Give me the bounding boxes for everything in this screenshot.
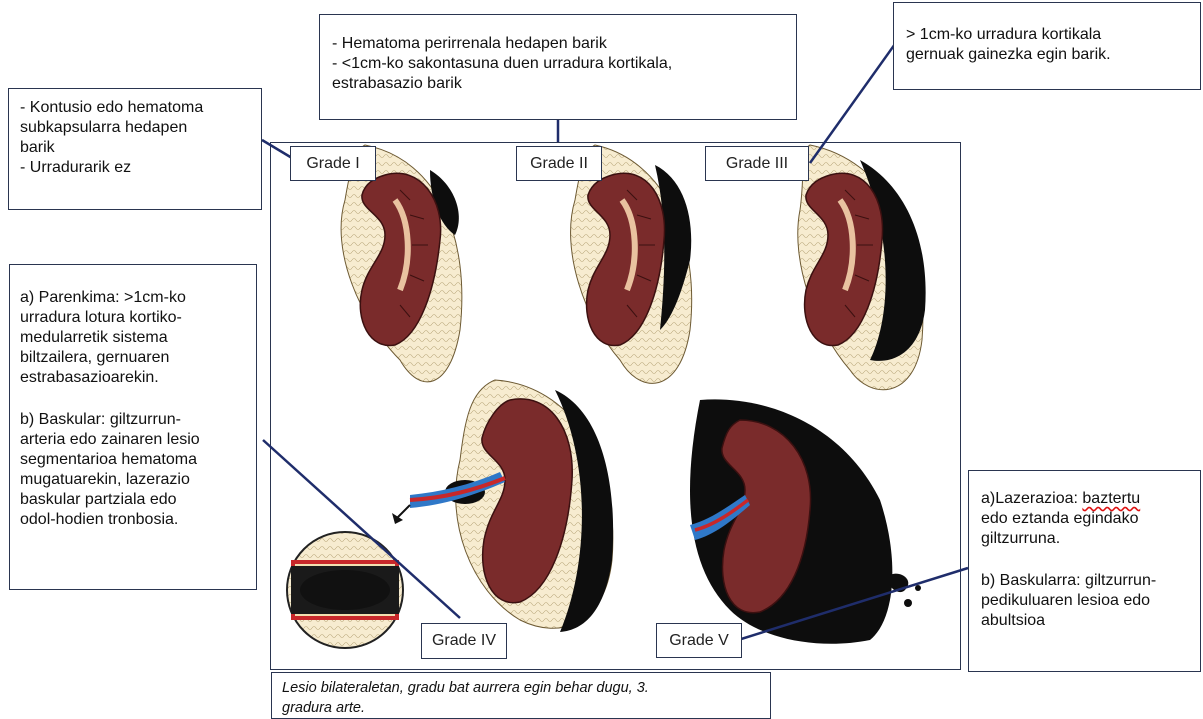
grade-4-description: a) Parenkima: >1cm-ko urradura lotura ko…	[9, 264, 257, 590]
desc-line: > 1cm-ko urradura kortikala	[906, 25, 1190, 45]
desc-line: b) Baskularra: giltzurrun-	[981, 571, 1192, 591]
grade-1-label: Grade I	[290, 146, 376, 181]
desc-line: - Kontusio edo hematoma	[20, 98, 250, 118]
desc-line: baskular partziala edo	[20, 490, 247, 510]
desc-line: gernuak gainezka egin barik.	[906, 45, 1190, 65]
desc-line: subkapsularra hedapen	[20, 118, 250, 138]
desc-line: - Urradurarik ez	[20, 158, 250, 178]
desc-line: medularretik sistema	[20, 328, 247, 348]
grade-5-label: Grade V	[656, 623, 742, 658]
desc-line: segmentarioa hematoma	[20, 450, 247, 470]
desc-line: barik	[20, 138, 250, 158]
desc-line: estrabasazio barik	[332, 74, 784, 94]
desc-line: edo eztanda egindako	[981, 509, 1192, 529]
desc-line: biltzailera, gernuaren	[20, 348, 247, 368]
grade-2-description: - Hematoma perirrenala hedapen barik - <…	[319, 14, 797, 120]
desc-line: mugatuarekin, lazerazio	[20, 470, 247, 490]
desc-line: odol-hodien tronbosia.	[20, 510, 247, 530]
note-line: gradura arte.	[282, 698, 760, 718]
desc-line: - Hematoma perirrenala hedapen barik	[332, 34, 784, 54]
grade-5-description: a)Lazerazioa: baztertu edo eztanda egind…	[968, 470, 1201, 672]
desc-line: giltzurruna.	[981, 529, 1192, 549]
grade-4-label: Grade IV	[421, 623, 507, 659]
desc-line: arteria edo zainaren lesio	[20, 430, 247, 450]
note-line: Lesio bilateraletan, gradu bat aurrera e…	[282, 678, 760, 698]
grade-3-label: Grade III	[705, 146, 809, 181]
spellcheck-flagged-word[interactable]: baztertu	[1082, 490, 1140, 507]
desc-line: urradura lotura kortiko-	[20, 308, 247, 328]
desc-line: a) Parenkima: >1cm-ko	[20, 288, 247, 308]
kidney-grade-5-illustration	[690, 399, 921, 643]
grade-3-description: > 1cm-ko urradura kortikala gernuak gain…	[893, 2, 1201, 90]
desc-line: - <1cm-ko sakontasuna duen urradura kort…	[332, 54, 784, 74]
desc-line: pedikuluaren lesioa edo	[981, 591, 1192, 611]
bilateral-note: Lesio bilateraletan, gradu bat aurrera e…	[271, 672, 771, 719]
desc-line: b) Baskular: giltzurrun-	[20, 410, 247, 430]
desc-text: a)Lazerazioa:	[981, 490, 1082, 507]
kidney-grade-3-illustration	[798, 145, 926, 390]
grade-2-label: Grade II	[516, 146, 602, 181]
desc-line: estrabasazioarekin.	[20, 368, 247, 388]
desc-line: abultsioa	[981, 611, 1192, 631]
grade-1-description: - Kontusio edo hematoma subkapsularra he…	[8, 88, 262, 210]
kidney-grade-4-illustration	[392, 380, 613, 632]
desc-line: a)Lazerazioa: baztertu	[981, 489, 1192, 509]
